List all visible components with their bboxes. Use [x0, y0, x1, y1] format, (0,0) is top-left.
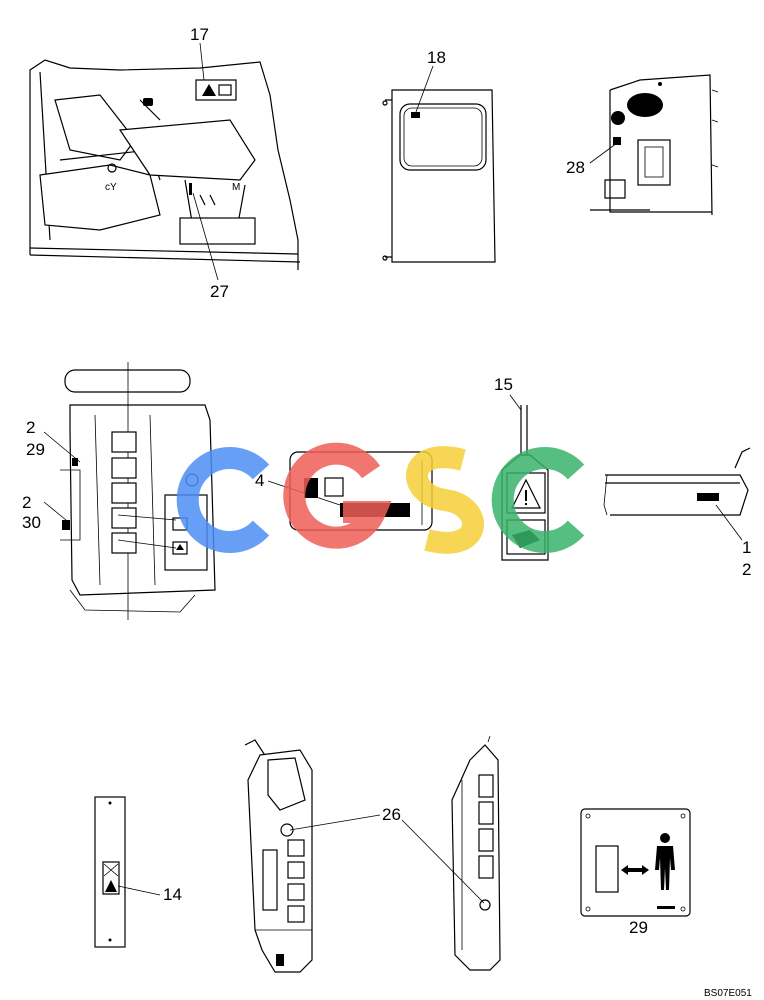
leader-26-left: [289, 814, 381, 831]
leader-engine-decal-a: [117, 514, 177, 521]
watermark-letter-1: [176, 447, 270, 553]
leader-15: [509, 394, 522, 411]
joystick-console-right-illustration: [451, 735, 501, 971]
exit-decal-illustration: [580, 808, 691, 917]
callout-28: 28: [566, 158, 585, 177]
reference-code: BS07E051: [704, 988, 752, 999]
leader-2-lower: [43, 501, 67, 521]
leader-engine-decal-b: [117, 539, 177, 549]
callout-17: 17: [190, 25, 209, 44]
side-panel-illustration: [603, 447, 751, 516]
leader-18: [415, 65, 434, 113]
leader-2-upper: [43, 431, 81, 463]
leader-28: [589, 142, 618, 164]
watermark-letter-2: [283, 442, 392, 549]
callout-18: 18: [427, 48, 446, 67]
svg-text:cY: cY: [105, 182, 117, 193]
door-illustration: [382, 89, 496, 263]
joystick-console-left-illustration: [244, 739, 313, 973]
decal-strip-illustration: [94, 796, 126, 948]
leader-14: [117, 885, 161, 896]
callout-26: 26: [382, 805, 401, 824]
engine-illustration: [60, 362, 216, 620]
callout-29-exit: 29: [629, 918, 648, 937]
watermark-letter-4: [491, 447, 585, 553]
callout-29-engine: 29: [26, 440, 45, 459]
callout-14: 14: [163, 885, 182, 904]
callout-15: 15: [494, 375, 513, 394]
callout-2-upper: 2: [26, 418, 35, 437]
callout-4: 4: [255, 471, 264, 490]
rear-panel-illustration: [590, 74, 719, 216]
callout-27: 27: [210, 282, 229, 301]
cab-interior-illustration: cY M: [29, 59, 301, 270]
leader-26-right: [401, 819, 485, 904]
leader-27: [192, 192, 219, 281]
callout-30: 30: [22, 513, 41, 532]
watermark-letter-3: [406, 446, 484, 554]
svg-text:M: M: [232, 182, 240, 193]
leader-17: [199, 42, 205, 81]
callout-2-lower: 2: [22, 493, 31, 512]
leader-1: [715, 504, 743, 541]
callout-1: 1: [742, 538, 751, 557]
callout-2-panel: 2: [742, 560, 751, 579]
watermark: [176, 442, 585, 554]
